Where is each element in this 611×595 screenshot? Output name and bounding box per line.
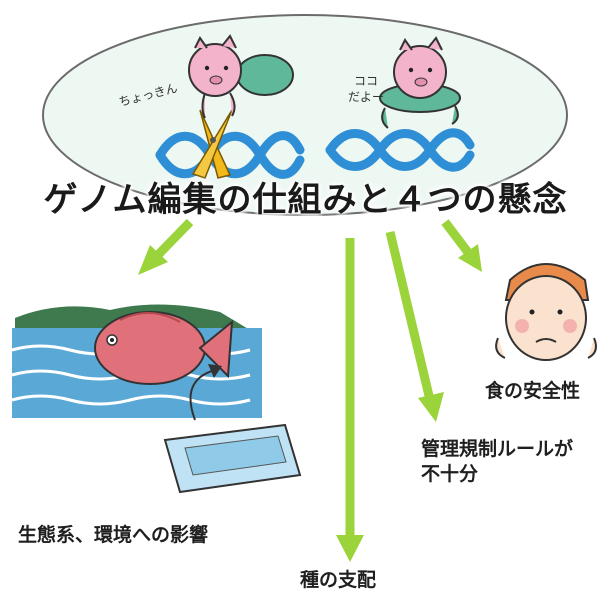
regulation-caption-line1: 管理規制ルールが xyxy=(421,438,574,460)
dna-strand-icon xyxy=(325,128,475,172)
arrow-to-regulation xyxy=(385,230,444,422)
arrow-to-ecosystem xyxy=(138,218,194,275)
fish-icon xyxy=(94,311,234,385)
here-speech-line2: だよー xyxy=(348,90,385,104)
species-control-caption: 種の支配 xyxy=(300,569,377,591)
arrow-to-species-control xyxy=(336,238,364,562)
arrow-to-food-safety xyxy=(441,219,482,272)
scissors-icon xyxy=(191,109,233,179)
here-speech-line1: ココ xyxy=(354,74,379,88)
regulation-caption-line2: 不十分 xyxy=(421,463,479,485)
dna-strand-icon xyxy=(155,131,305,179)
release-arrowhead xyxy=(208,364,222,378)
water-tank-icon xyxy=(163,423,302,494)
child-face-icon xyxy=(495,263,597,361)
regulation-caption: 管理規制ルールが 不十分 xyxy=(421,437,573,487)
diagram-title: ゲノム編集の仕組みと４つの懸念 xyxy=(43,180,568,220)
food-safety-caption: 食の安全性 xyxy=(485,380,581,402)
pig-character-icon xyxy=(188,34,294,119)
ecosystem-caption: 生態系、環境への影響 xyxy=(18,524,209,546)
release-arrow xyxy=(189,369,216,421)
pig-character-icon xyxy=(379,36,461,129)
